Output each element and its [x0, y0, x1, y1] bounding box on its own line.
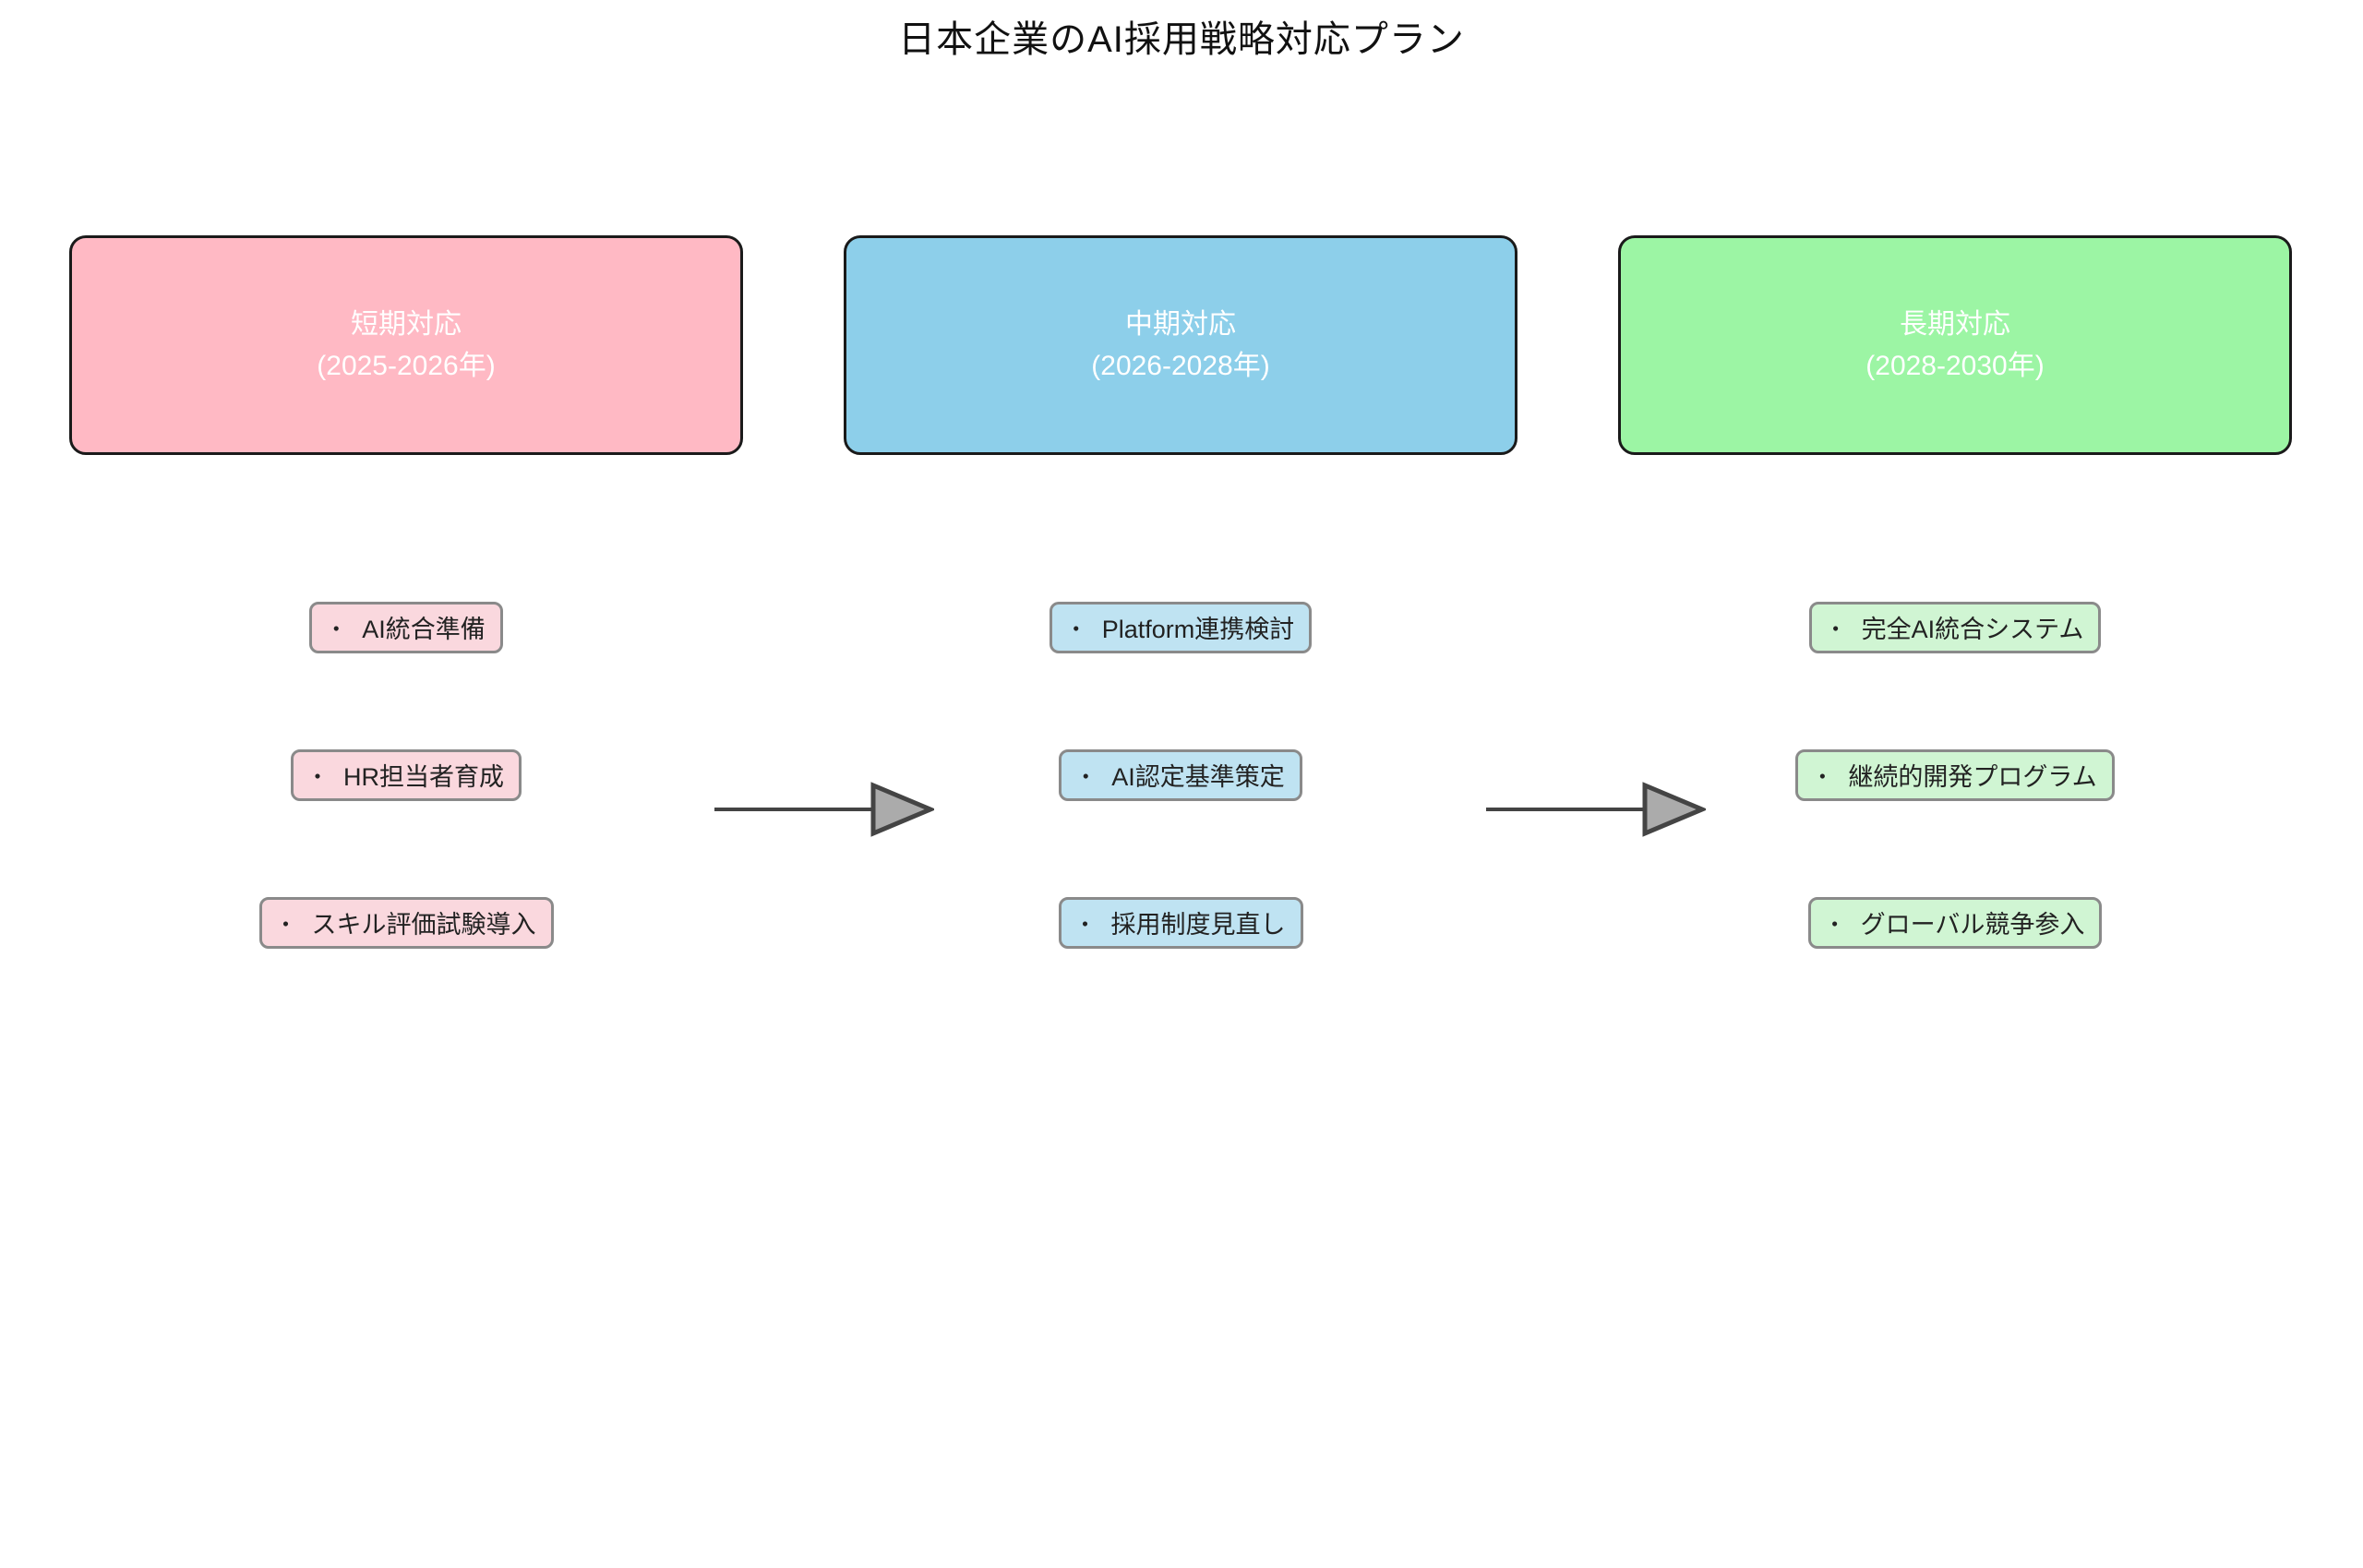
item-slot: ・ 完全AI統合システム [1618, 602, 2292, 653]
item-label: 継続的開発プログラム [1848, 763, 2097, 791]
phase-name: 長期対応 [1900, 309, 2010, 340]
item-label: グローバル競争参入 [1860, 911, 2085, 939]
item-chip: ・ Platform連携検討 [1049, 602, 1313, 653]
phase-name: 短期対応 [351, 309, 462, 340]
phase-name: 中期対応 [1125, 309, 1236, 340]
bullet-icon: ・ [1074, 913, 1097, 938]
page-title: 日本企業のAI採用戦略対応プラン [898, 19, 1465, 60]
item-slot: ・ AI認定基準策定 [844, 749, 1517, 801]
phase-period: (2028-2030年) [1865, 351, 2045, 381]
phase-period: (2025-2026年) [317, 351, 496, 381]
bullet-icon: ・ [325, 617, 348, 642]
item-label: HR担当者育成 [343, 763, 504, 791]
bullet-icon: ・ [1824, 617, 1847, 642]
item-slot: ・ AI統合準備 [69, 602, 743, 653]
item-chip: ・ 採用制度見直し [1058, 897, 1303, 949]
item-chip: ・ グローバル競争参入 [1807, 897, 2103, 949]
item-chip: ・ AI認定基準策定 [1059, 749, 1302, 801]
phase-box-long-term: 長期対応 (2028-2030年) [1618, 235, 2292, 455]
item-chip: ・ HR担当者育成 [291, 749, 522, 801]
item-label: Platform連携検討 [1101, 616, 1295, 643]
bullet-icon: ・ [274, 913, 297, 938]
phase-box-short-term: 短期対応 (2025-2026年) [69, 235, 743, 455]
phase-period: (2026-2028年) [1091, 351, 1270, 381]
phase-box-mid-term: 中期対応 (2026-2028年) [844, 235, 1517, 455]
arrow-right-icon [1486, 782, 1706, 837]
item-slot: ・ スキル評価試験導入 [69, 897, 743, 949]
bullet-icon: ・ [1811, 765, 1834, 790]
bullet-icon: ・ [306, 765, 329, 790]
item-chip: ・ AI統合準備 [309, 602, 503, 653]
bullet-icon: ・ [1074, 765, 1098, 790]
item-label: 採用制度見直し [1110, 911, 1286, 939]
item-label: AI認定基準策定 [1111, 763, 1285, 791]
item-slot: ・ 採用制度見直し [844, 897, 1517, 949]
item-label: 完全AI統合システム [1861, 616, 2084, 643]
item-slot: ・ グローバル競争参入 [1618, 897, 2292, 949]
item-slot: ・ HR担当者育成 [69, 749, 743, 801]
item-slot: ・ 継続的開発プログラム [1618, 749, 2292, 801]
item-label: スキル評価試験導入 [311, 911, 536, 939]
bullet-icon: ・ [1823, 913, 1846, 938]
arrow-right-icon [714, 782, 934, 837]
item-chip: ・ スキル評価試験導入 [258, 897, 554, 949]
item-chip: ・ 完全AI統合システム [1808, 602, 2102, 653]
item-label: AI統合準備 [362, 616, 486, 643]
bullet-icon: ・ [1064, 617, 1087, 642]
item-slot: ・ Platform連携検討 [844, 602, 1517, 653]
item-chip: ・ 継続的開発プログラム [1795, 749, 2115, 801]
